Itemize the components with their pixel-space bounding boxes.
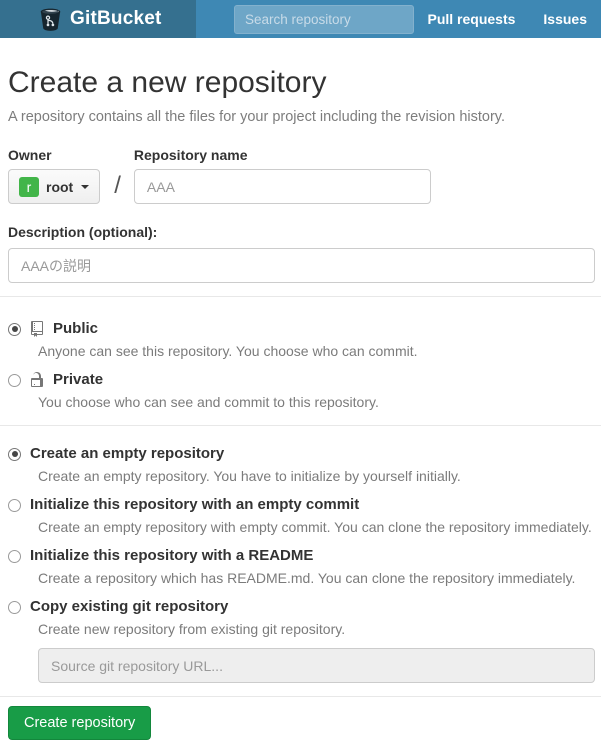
navbar-brand[interactable]: GitBucket: [0, 0, 196, 38]
description-label: Description (optional):: [8, 224, 158, 240]
public-option-description: Anyone can see this repository. You choo…: [38, 343, 418, 359]
empty-commit-option-row: Initialize this repository with an empty…: [8, 495, 595, 515]
divider: [0, 696, 601, 697]
public-option-row: Public: [8, 319, 595, 339]
private-option-description: You choose who can see and commit to thi…: [38, 394, 379, 410]
public-option-label: Public: [53, 320, 99, 337]
top-navbar: GitBucket Pull requests Issues: [0, 0, 601, 38]
private-option-row: Private: [8, 370, 595, 390]
empty-commit-label: Initialize this repository with an empty…: [30, 496, 360, 513]
empty-commit-description: Create an empty repository with empty co…: [38, 519, 592, 535]
readme-description: Create a repository which has README.md.…: [38, 570, 576, 586]
empty-repository-description: Create an empty repository. You have to …: [38, 468, 461, 484]
page-subtitle: A repository contains all the files for …: [8, 109, 506, 125]
owner-dropdown-button[interactable]: r root: [8, 169, 101, 204]
source-url-input[interactable]: [38, 648, 595, 683]
description-input[interactable]: [8, 248, 595, 283]
private-radio[interactable]: [8, 373, 21, 387]
create-repository-button[interactable]: Create repository: [8, 706, 152, 740]
search-input[interactable]: [234, 4, 414, 34]
repository-name-input[interactable]: [133, 169, 431, 204]
caret-down-icon: [81, 184, 90, 189]
readme-label: Initialize this repository with a README: [30, 547, 314, 564]
nav-link-pull-requests[interactable]: Pull requests: [427, 11, 516, 27]
readme-radio[interactable]: [8, 549, 21, 563]
owner-avatar: r: [19, 176, 39, 197]
create-repository-page: Create a new repository A repository con…: [0, 66, 601, 740]
repo-icon: [31, 321, 43, 337]
gitbucket-logo-icon: [40, 8, 61, 31]
copy-existing-description: Create new repository from existing git …: [38, 621, 346, 637]
empty-repository-label: Create an empty repository: [30, 445, 225, 462]
public-radio[interactable]: [8, 322, 21, 336]
divider: [0, 296, 601, 297]
readme-option-row: Initialize this repository with a README: [8, 546, 595, 566]
page-title: Create a new repository: [8, 66, 327, 99]
owner-and-name-row: Owner r root / Repository name: [8, 147, 595, 204]
repository-name-label: Repository name: [133, 147, 248, 163]
initialization-options: Create an empty repository Create an emp…: [8, 444, 595, 683]
copy-existing-label: Copy existing git repository: [30, 598, 229, 615]
owner-repo-separator: /: [114, 172, 121, 199]
empty-commit-radio[interactable]: [8, 498, 21, 512]
copy-existing-radio[interactable]: [8, 600, 21, 614]
owner-label: Owner: [8, 147, 52, 163]
lock-icon: [31, 372, 43, 387]
private-option-label: Private: [53, 371, 104, 388]
visibility-options: Public Anyone can see this repository. Y…: [8, 319, 595, 412]
nav-link-issues[interactable]: Issues: [543, 11, 587, 27]
copy-existing-option-row: Copy existing git repository: [8, 597, 595, 617]
empty-repository-radio[interactable]: [8, 447, 21, 461]
divider: [0, 425, 601, 426]
owner-name: root: [46, 178, 74, 195]
brand-title[interactable]: GitBucket: [70, 8, 162, 29]
navbar-links: Pull requests Issues: [427, 11, 601, 27]
empty-repository-option-row: Create an empty repository: [8, 444, 595, 464]
